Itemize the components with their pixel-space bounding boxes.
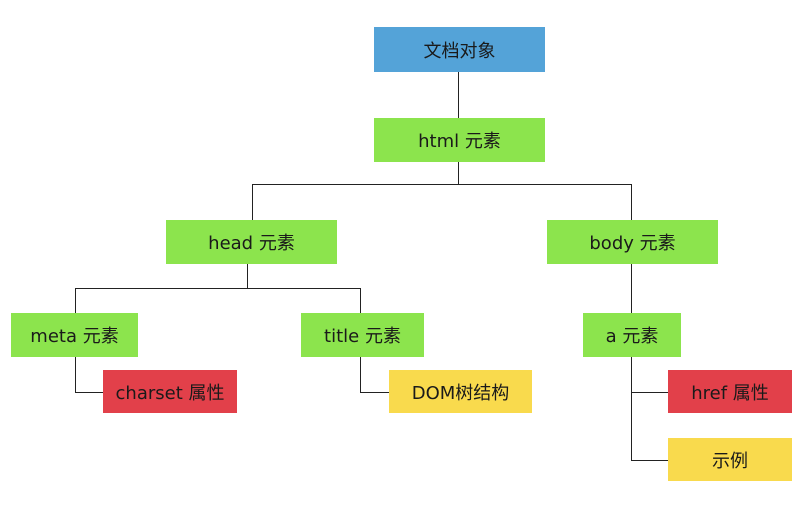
connector-to-title bbox=[360, 288, 361, 313]
connector-title-down bbox=[360, 357, 361, 392]
connector-a-to-href bbox=[631, 392, 668, 393]
meta-element-node: meta 元素 bbox=[11, 313, 138, 357]
connector-to-head bbox=[252, 184, 253, 220]
connector-a-to-text bbox=[631, 460, 668, 461]
html-element-node: html 元素 bbox=[374, 118, 545, 162]
connector-document-html bbox=[458, 71, 459, 119]
head-element-node: head 元素 bbox=[166, 220, 337, 264]
connector-body-to-a bbox=[631, 264, 632, 313]
title-text-node: DOM树结构 bbox=[389, 370, 532, 413]
title-element-node: title 元素 bbox=[301, 313, 424, 357]
connector-to-meta bbox=[75, 288, 76, 313]
body-element-node: body 元素 bbox=[547, 220, 718, 264]
connector-meta-to-charset bbox=[75, 392, 103, 393]
connector-html-down bbox=[458, 161, 459, 184]
connector-head-children-bar bbox=[75, 288, 360, 289]
connector-title-to-text bbox=[360, 392, 389, 393]
connector-a-down bbox=[631, 357, 632, 460]
document-node: 文档对象 bbox=[374, 27, 545, 72]
connector-head-down bbox=[247, 264, 248, 288]
a-element-node: a 元素 bbox=[583, 313, 681, 357]
a-text-node: 示例 bbox=[668, 438, 792, 481]
connector-html-children-bar bbox=[252, 184, 631, 185]
connector-to-body bbox=[631, 184, 632, 220]
connector-meta-down bbox=[75, 357, 76, 392]
charset-attribute-node: charset 属性 bbox=[103, 370, 237, 413]
href-attribute-node: href 属性 bbox=[668, 370, 792, 413]
